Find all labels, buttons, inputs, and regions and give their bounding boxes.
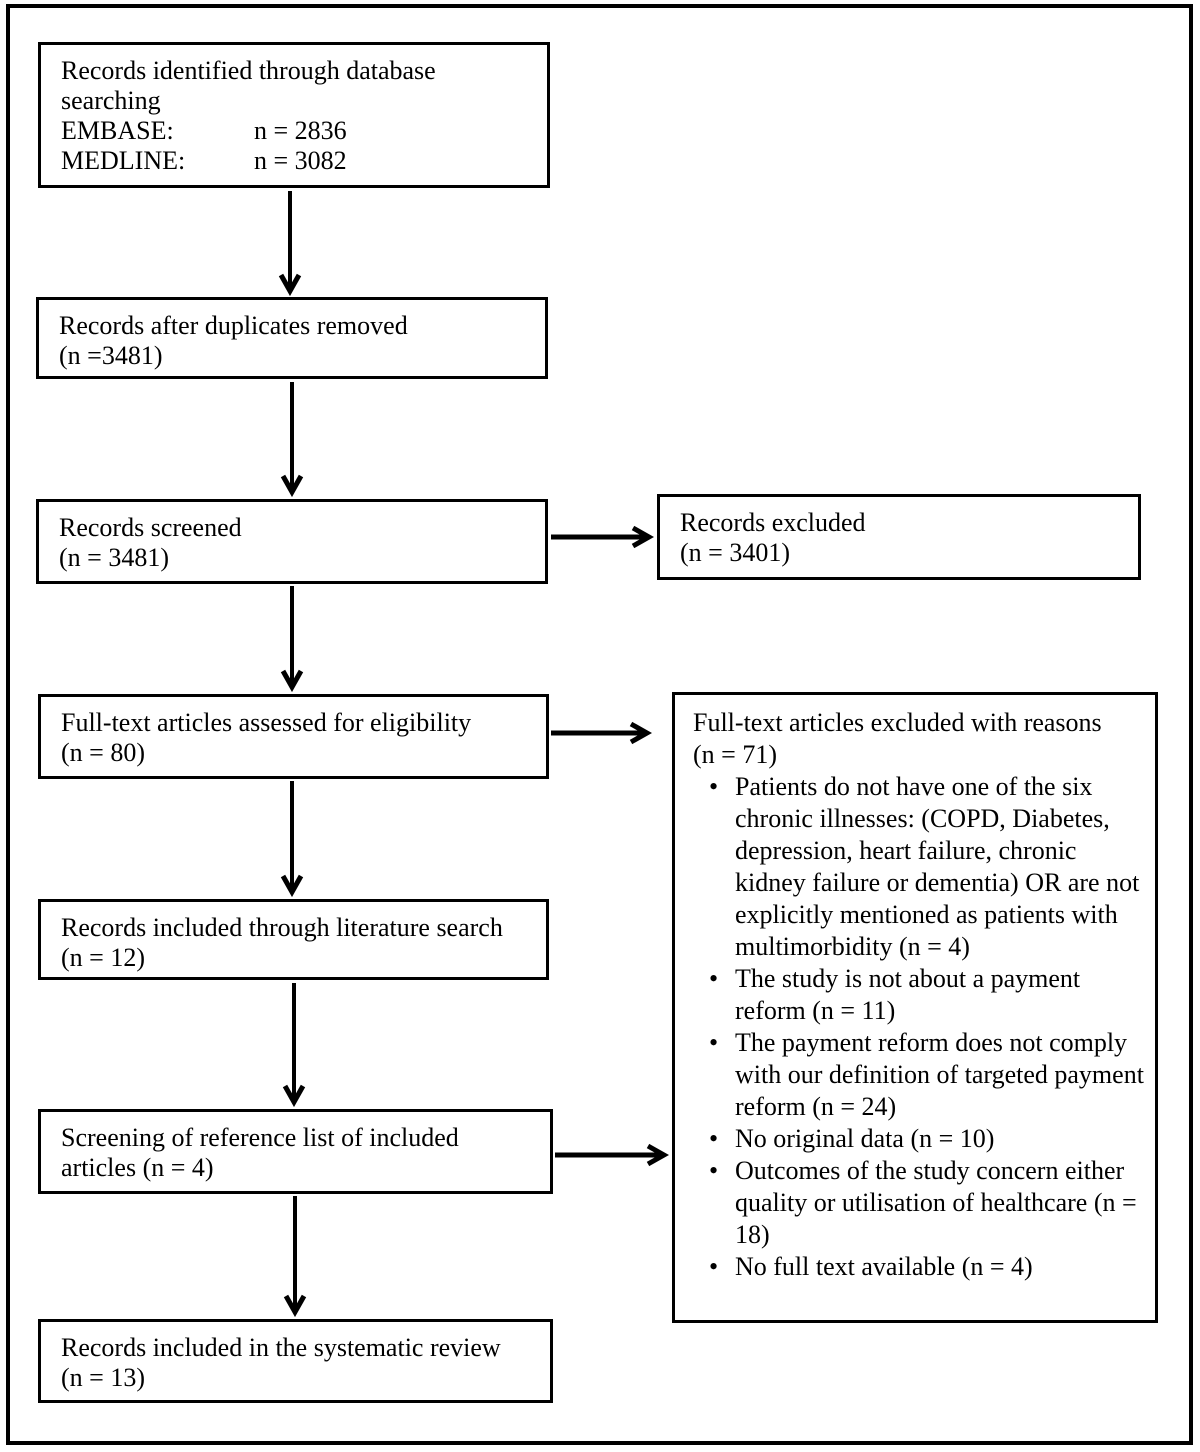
box-text: Full-text articles excluded with reasons (693, 708, 1102, 737)
box-count: (n = 13) (61, 1363, 145, 1392)
box-text: Full-text articles assessed for eligibil… (61, 708, 472, 737)
box-count: (n = 3481) (59, 543, 169, 572)
source-row-embase: EMBASE: n = 2836 (61, 116, 529, 146)
box-duplicates-removed: Records after duplicates removed (n =348… (36, 297, 548, 379)
box-fulltext-excluded: Full-text articles excluded with reasons… (672, 692, 1158, 1323)
box-count: (n =3481) (59, 341, 163, 370)
box-records-screened: Records screened (n = 3481) (36, 499, 548, 584)
source-count: n = 2836 (254, 116, 347, 145)
diagram-border (6, 4, 1193, 1445)
box-fulltext-assessed: Full-text articles assessed for eligibil… (38, 694, 549, 779)
box-text: Records excluded (680, 508, 866, 537)
box-text: Screening of reference list of included … (61, 1123, 459, 1182)
box-included-review: Records included in the systematic revie… (38, 1319, 553, 1403)
exclusion-reason: Patients do not have one of the six chro… (709, 771, 1145, 963)
box-count: (n = 3401) (680, 538, 790, 567)
exclusion-reasons-list: Patients do not have one of the six chro… (693, 771, 1145, 1283)
exclusion-reason: Outcomes of the study concern either qua… (709, 1155, 1145, 1251)
box-text: Records screened (59, 513, 242, 542)
box-count: (n = 80) (61, 738, 145, 767)
box-records-excluded: Records excluded (n = 3401) (657, 494, 1141, 580)
source-row-medline: MEDLINE: n = 3082 (61, 146, 529, 176)
exclusion-reason: No full text available (n = 4) (709, 1251, 1145, 1283)
exclusion-reason: The payment reform does not comply with … (709, 1027, 1145, 1123)
source-label: MEDLINE: (61, 146, 186, 175)
box-text: Records included through literature sear… (61, 913, 503, 942)
box-title: Records identified through database sear… (61, 56, 436, 115)
source-label: EMBASE: (61, 116, 174, 145)
box-text: Records included in the systematic revie… (61, 1333, 501, 1362)
box-literature-search: Records included through literature sear… (38, 899, 549, 980)
exclusion-reason: No original data (n = 10) (709, 1123, 1145, 1155)
exclusion-reason: The study is not about a payment reform … (709, 963, 1145, 1027)
box-count: (n = 12) (61, 943, 145, 972)
box-reference-screening: Screening of reference list of included … (38, 1109, 553, 1194)
box-text: Records after duplicates removed (59, 311, 408, 340)
box-count: (n = 71) (693, 740, 777, 769)
source-count: n = 3082 (254, 146, 347, 175)
box-records-identified: Records identified through database sear… (38, 42, 550, 188)
